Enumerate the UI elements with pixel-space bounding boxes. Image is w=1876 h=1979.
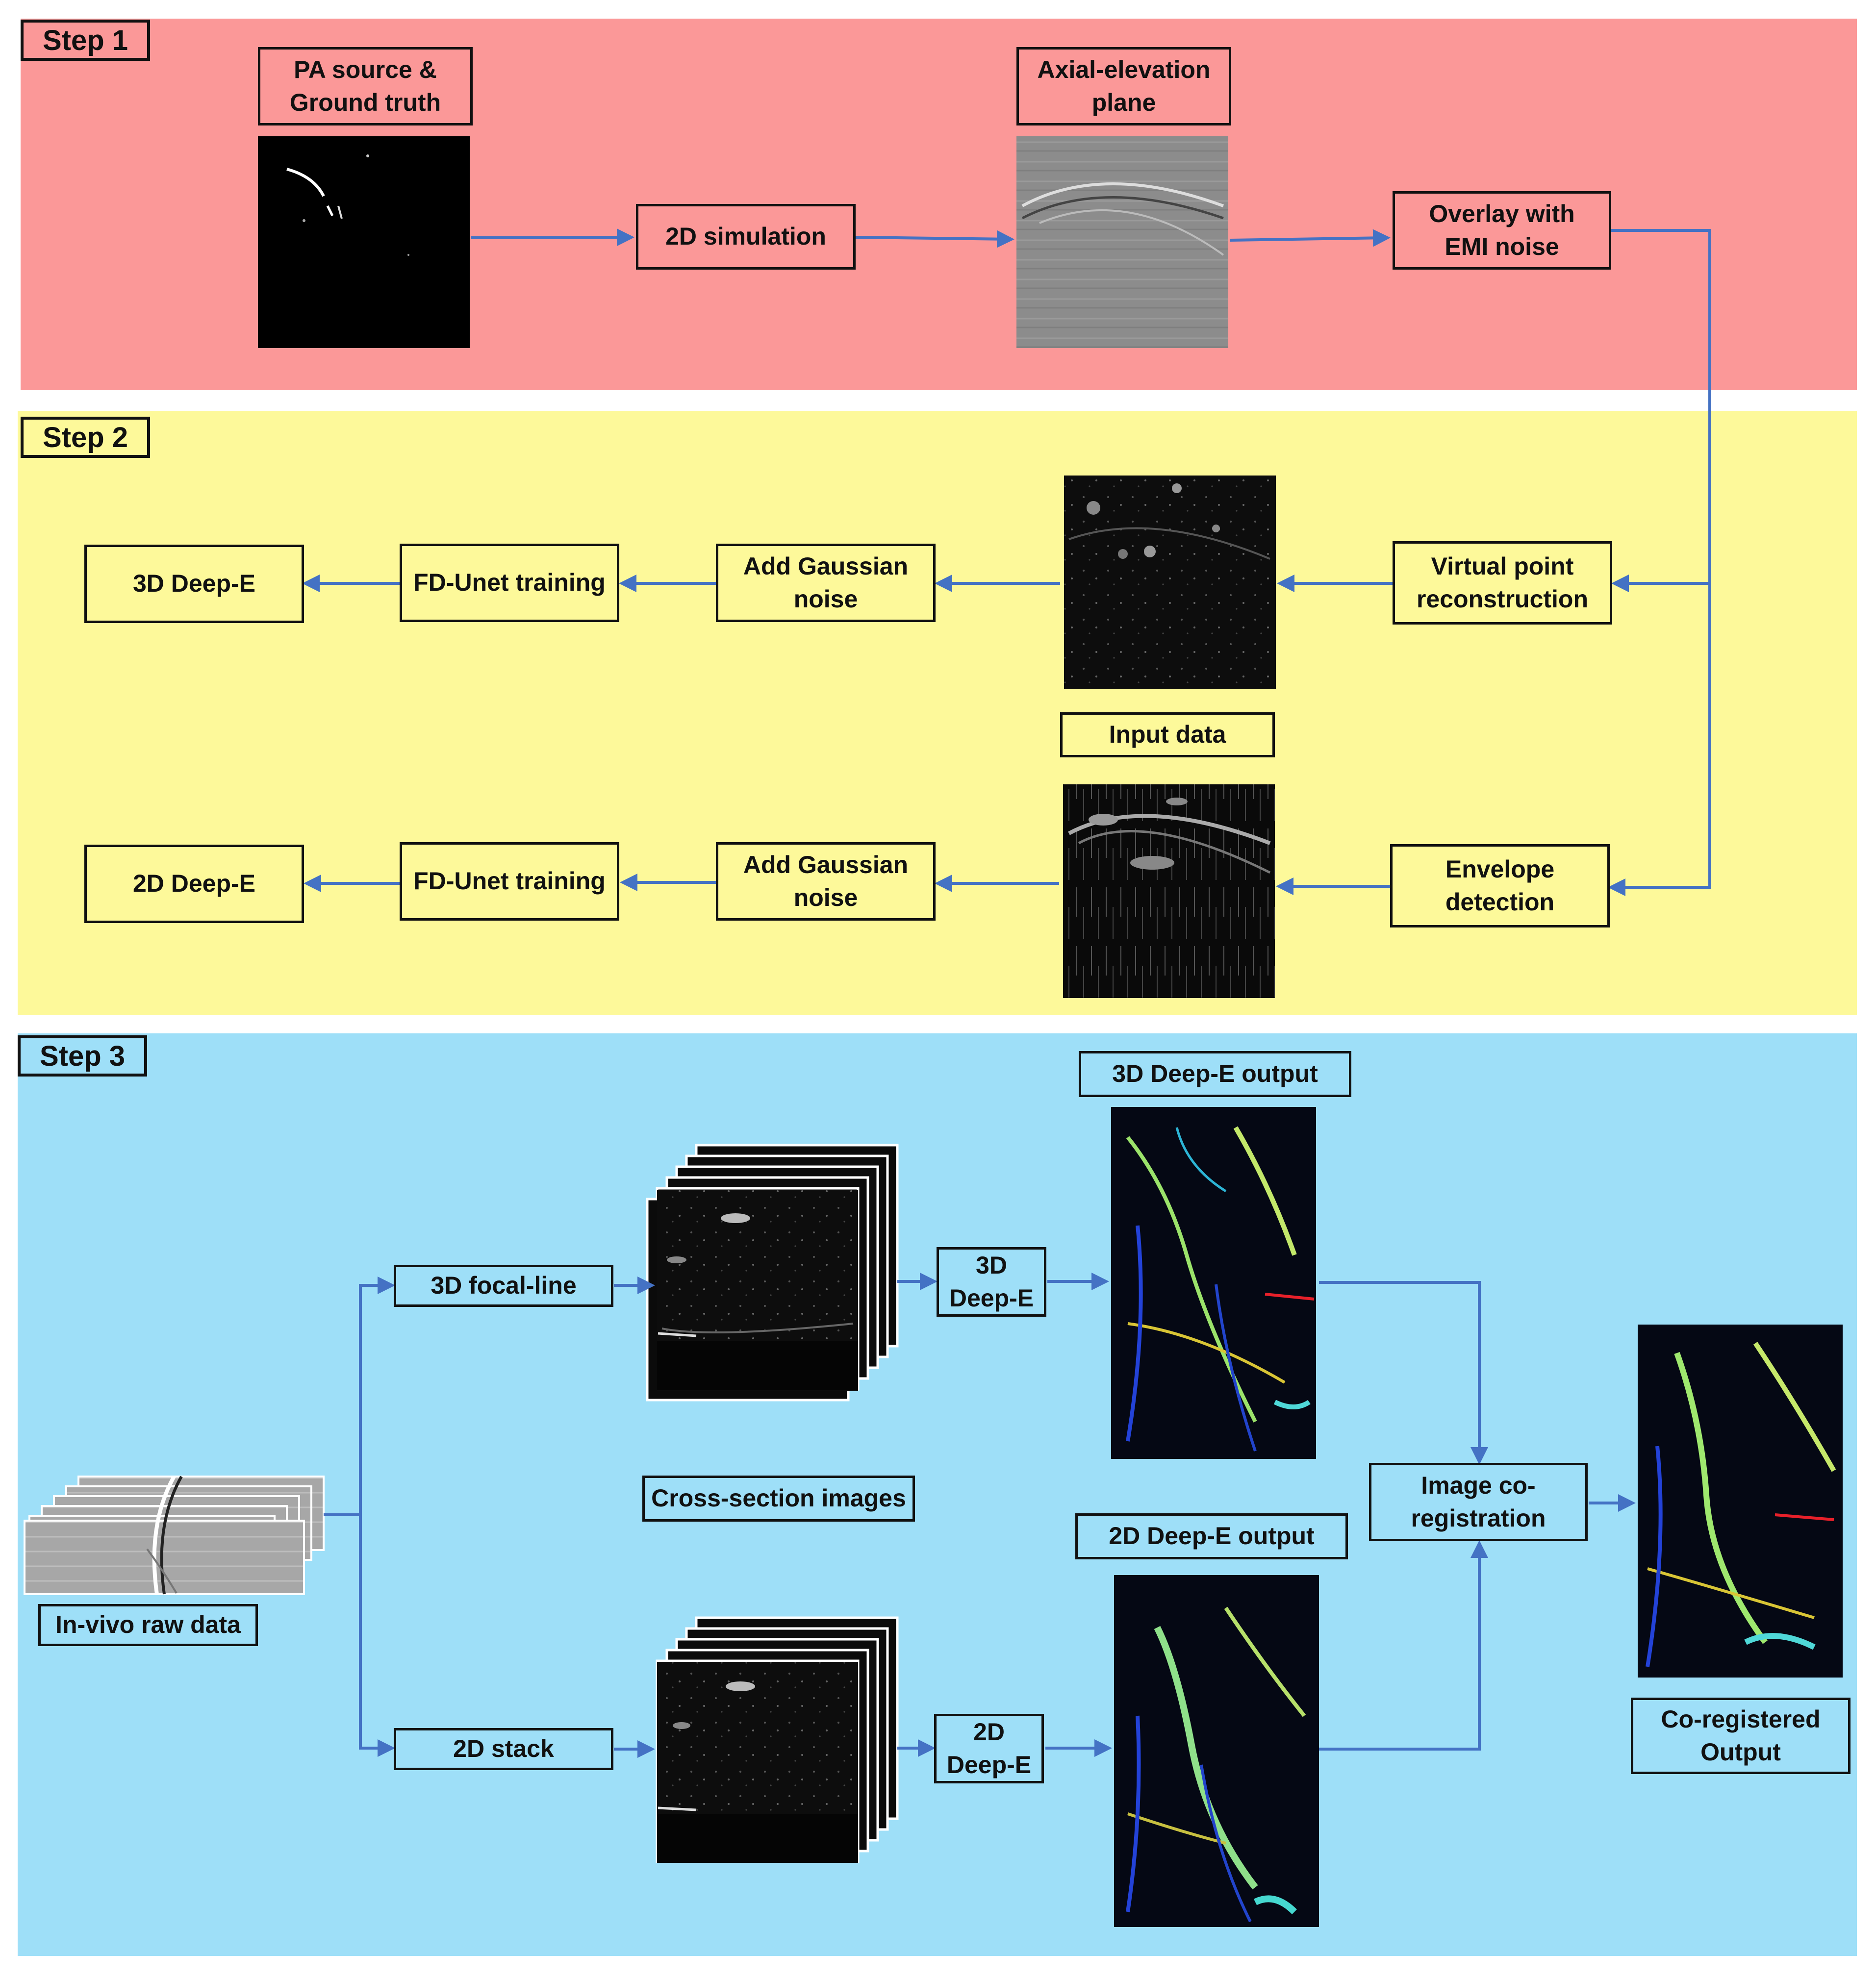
axial-elevation-box: Axial-elevation plane bbox=[1016, 47, 1231, 125]
overlay-emi-box: Overlay with EMI noise bbox=[1393, 191, 1611, 270]
envelope-image bbox=[1063, 784, 1275, 998]
envelope-detection-box: Envelope detection bbox=[1390, 844, 1610, 927]
input-data-image bbox=[1064, 476, 1276, 689]
out-3d-label: 3D Deep-E output bbox=[1079, 1051, 1351, 1097]
step1-label: Step 1 bbox=[21, 20, 150, 61]
raw-data-stack bbox=[24, 1476, 325, 1595]
axial-elevation-image bbox=[1016, 136, 1228, 348]
deep-e-2d-output-image bbox=[1114, 1575, 1319, 1927]
gaussian-noise-top-box: Add Gaussian noise bbox=[716, 544, 936, 622]
coregistered-output-image bbox=[1638, 1325, 1843, 1678]
deep-e-3d-box: 3D Deep-E bbox=[84, 545, 304, 623]
stack-2d-box: 2D stack bbox=[394, 1728, 613, 1770]
deep-e-3d-step3-box: 3D Deep-E bbox=[937, 1247, 1046, 1317]
out-2d-label: 2D Deep-E output bbox=[1075, 1513, 1348, 1559]
pa-source-image bbox=[258, 136, 470, 348]
cross-section-label: Cross-section images bbox=[642, 1476, 915, 1522]
step3-label: Step 3 bbox=[18, 1035, 147, 1077]
focal-line-front-image bbox=[657, 1190, 858, 1391]
coregistration-box: Image co- registration bbox=[1369, 1463, 1588, 1541]
input-data-label: Input data bbox=[1060, 712, 1275, 757]
deep-e-2d-step3-box: 2D Deep-E bbox=[934, 1714, 1044, 1783]
deep-e-3d-output-image bbox=[1111, 1107, 1316, 1459]
pa-source-box: PA source & Ground truth bbox=[258, 47, 473, 125]
gaussian-noise-bottom-box: Add Gaussian noise bbox=[716, 842, 936, 921]
step2-label: Step 2 bbox=[21, 417, 150, 458]
stack2d-front-image bbox=[657, 1662, 858, 1863]
coregistered-output-label: Co-registered Output bbox=[1631, 1698, 1851, 1774]
fdunet-training-bottom-box: FD-Unet training bbox=[400, 842, 619, 921]
step2-panel bbox=[18, 411, 1857, 1015]
focal-line-box: 3D focal-line bbox=[394, 1265, 613, 1307]
flow-arrows bbox=[302, 228, 1711, 1758]
virtual-point-box: Virtual point reconstruction bbox=[1393, 541, 1612, 625]
raw-data-label: In-vivo raw data bbox=[38, 1604, 258, 1646]
simulation-2d-box: 2D simulation bbox=[636, 204, 856, 270]
fdunet-training-top-box: FD-Unet training bbox=[400, 544, 619, 622]
deep-e-2d-box: 2D Deep-E bbox=[84, 845, 304, 923]
